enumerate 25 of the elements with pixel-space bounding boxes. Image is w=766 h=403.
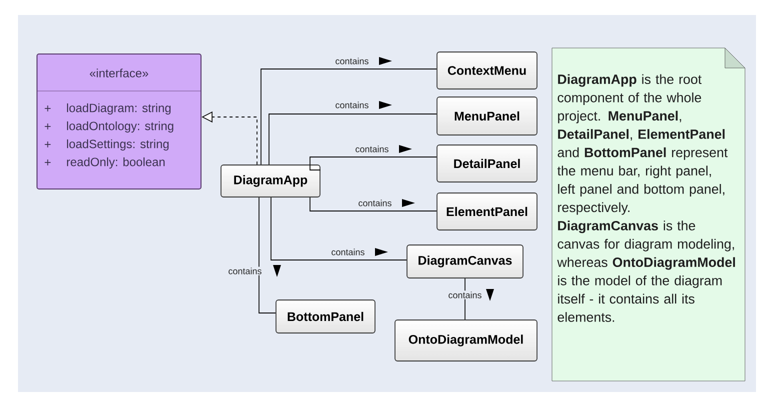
association-line xyxy=(258,197,276,314)
edge-label: contains xyxy=(227,266,263,276)
edge-label: contains xyxy=(330,248,366,256)
edge-label: contains xyxy=(354,144,390,154)
association-line xyxy=(260,68,437,165)
class-box: OntoDiagramModel xyxy=(394,320,538,362)
edge-label: contains xyxy=(357,198,393,208)
edge-label: contains xyxy=(334,100,370,110)
direction-arrow xyxy=(273,265,281,277)
association-line xyxy=(268,114,437,165)
class-box: DetailPanel xyxy=(436,144,538,182)
direction-arrow xyxy=(486,289,494,301)
association-line xyxy=(270,197,407,260)
interface-box: «interface» + loadDiagram: string + loadOntology: string + loadSettings: string + readOnly: boolean xyxy=(36,54,202,190)
class-box: DiagramCanvas xyxy=(406,244,524,278)
class-box: ElementPanel xyxy=(436,192,538,230)
association-line xyxy=(310,156,437,170)
association-line xyxy=(310,197,437,212)
edge-label: contains xyxy=(334,56,370,66)
class-box: MenuPanel xyxy=(436,96,538,136)
class-box: DiagramApp xyxy=(220,164,320,198)
class-box: BottomPanel xyxy=(276,300,376,334)
edge-label: contains xyxy=(447,290,483,300)
class-box: ContextMenu xyxy=(436,52,538,90)
note-box: DiagramApp is the root component of the whole project. MenuPanel, DetailPanel, ElementPanel and BottomPanel represent the menu bar, right panel, left panel and bottom panel, respectively. DiagramCanvas is the canvas for diagram modeling, whereas OntoDiagramModel is the model of the diagram itself - it contains all its elements. xyxy=(552,48,746,382)
